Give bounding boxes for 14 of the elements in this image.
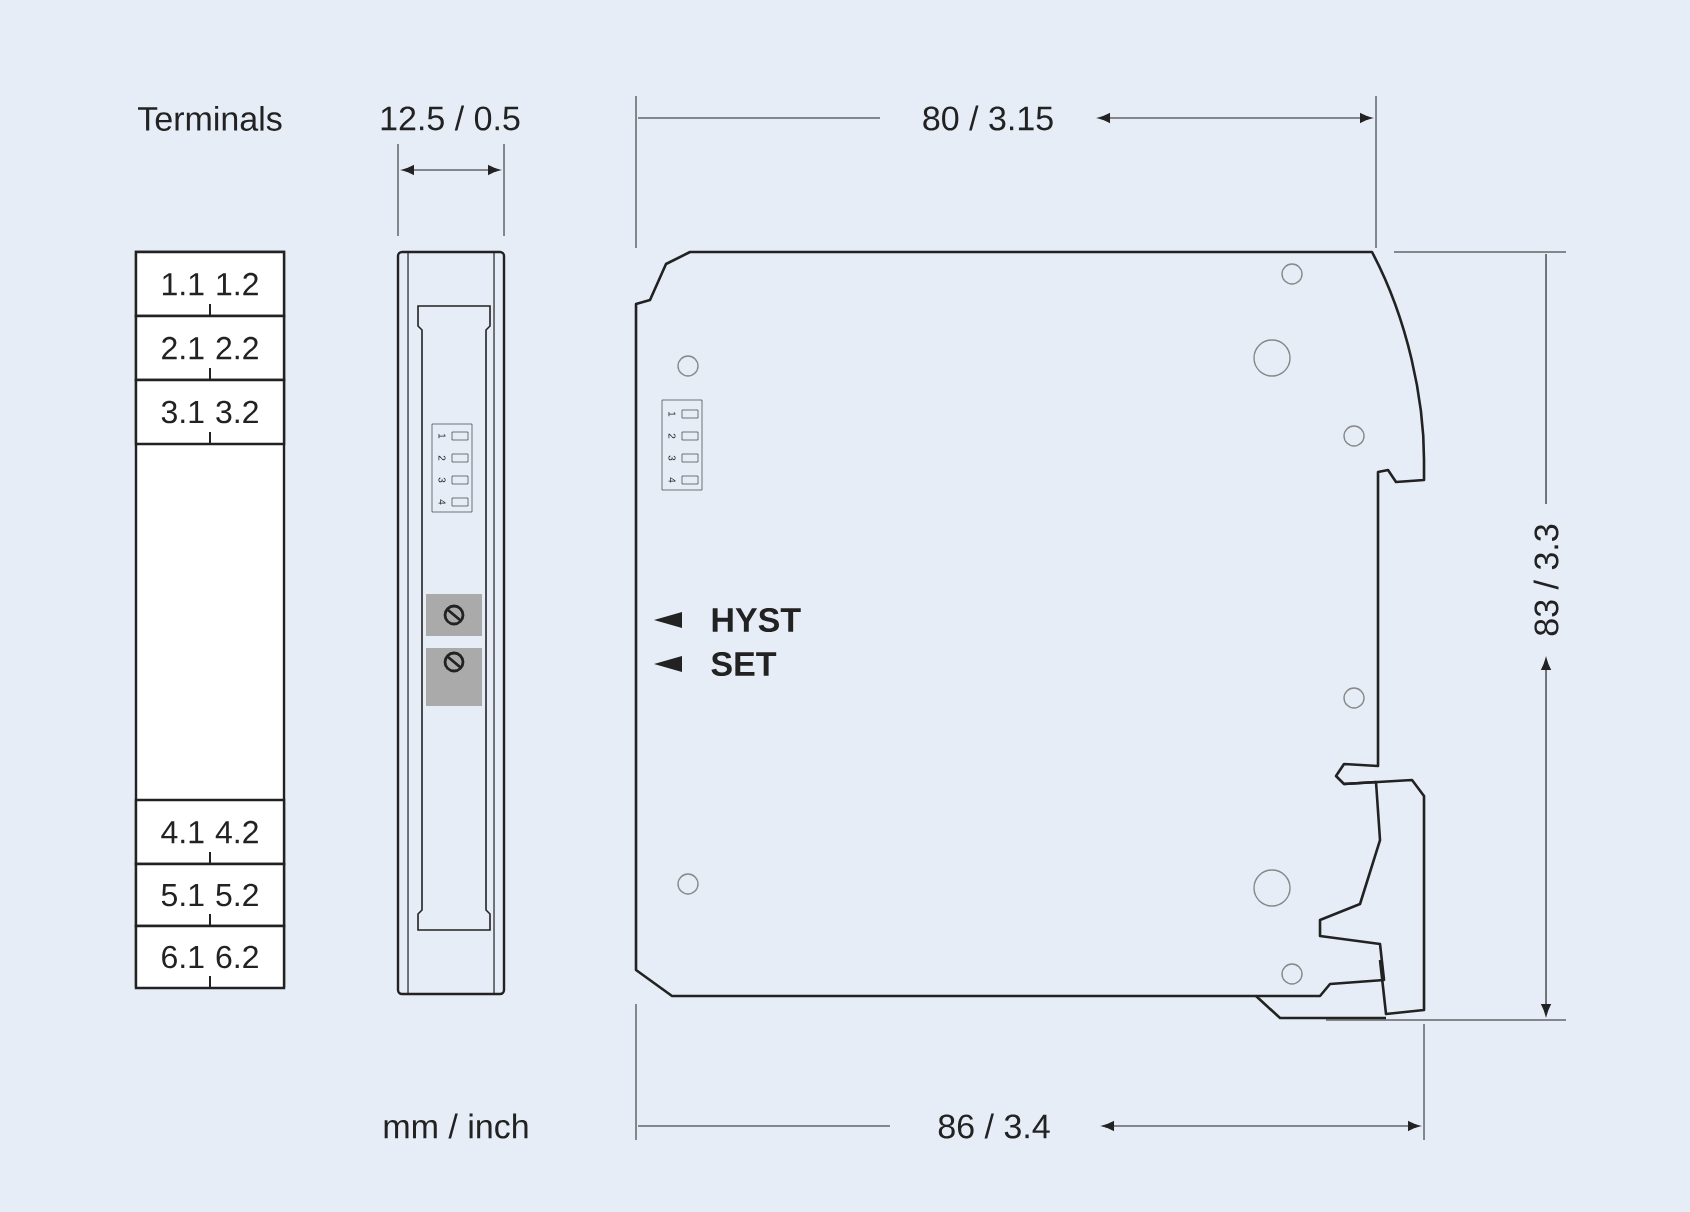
- dimension-label: 83 / 3.3: [1533, 524, 1559, 636]
- terminal-cell: 5.1 5.2: [134, 862, 286, 928]
- dimension-label: 12.5 / 0.5: [381, 105, 520, 131]
- dimension-label: mm / inch: [384, 1113, 528, 1139]
- dimension-label: 80 / 3.15: [923, 105, 1053, 131]
- terminal-cell: 6.1 6.2: [134, 924, 286, 990]
- node-label: Terminals: [138, 105, 282, 131]
- terminal-cell: 4.1 4.2: [134, 798, 286, 866]
- terminal-cell: 1.1 1.2: [134, 250, 286, 318]
- adjuster-label: SET: [711, 651, 777, 677]
- terminal-cell: 2.1 2.2: [134, 314, 286, 382]
- adjuster-label: HYST: [712, 607, 801, 633]
- dimension-label: 86 / 3.4: [938, 1113, 1050, 1139]
- terminal-cell: 3.1 3.2: [134, 378, 286, 446]
